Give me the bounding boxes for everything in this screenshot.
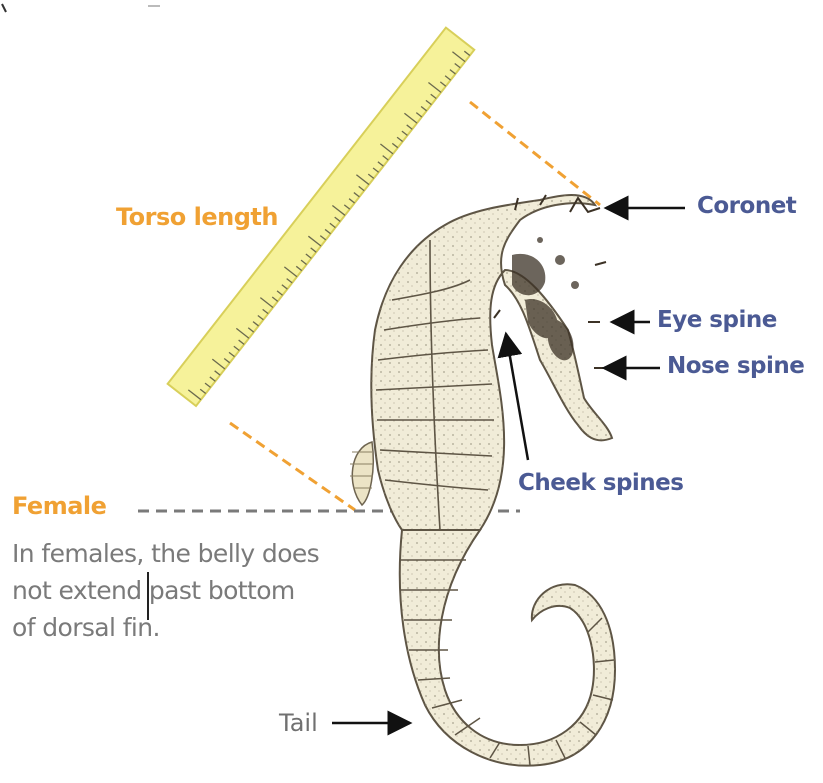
coronet-label: Coronet	[697, 193, 796, 219]
female-label: Female	[12, 492, 106, 520]
stray-mark	[2, 4, 6, 12]
tail-label: Tail	[279, 709, 318, 737]
torso-length-label: Torso length	[116, 203, 278, 231]
cheek-spines-arrow	[506, 334, 528, 460]
eye-spine-label: Eye spine	[657, 307, 777, 333]
note-line-3: of dorsal fin.	[12, 609, 319, 646]
nose-spine-label: Nose spine	[667, 353, 804, 379]
cheek-spines-label: Cheek spines	[518, 470, 683, 496]
note-line-2: not extend past bottom	[12, 572, 319, 609]
female-note: In females, the belly does not extend pa…	[12, 535, 319, 646]
note-line-1: In females, the belly does	[12, 535, 319, 572]
